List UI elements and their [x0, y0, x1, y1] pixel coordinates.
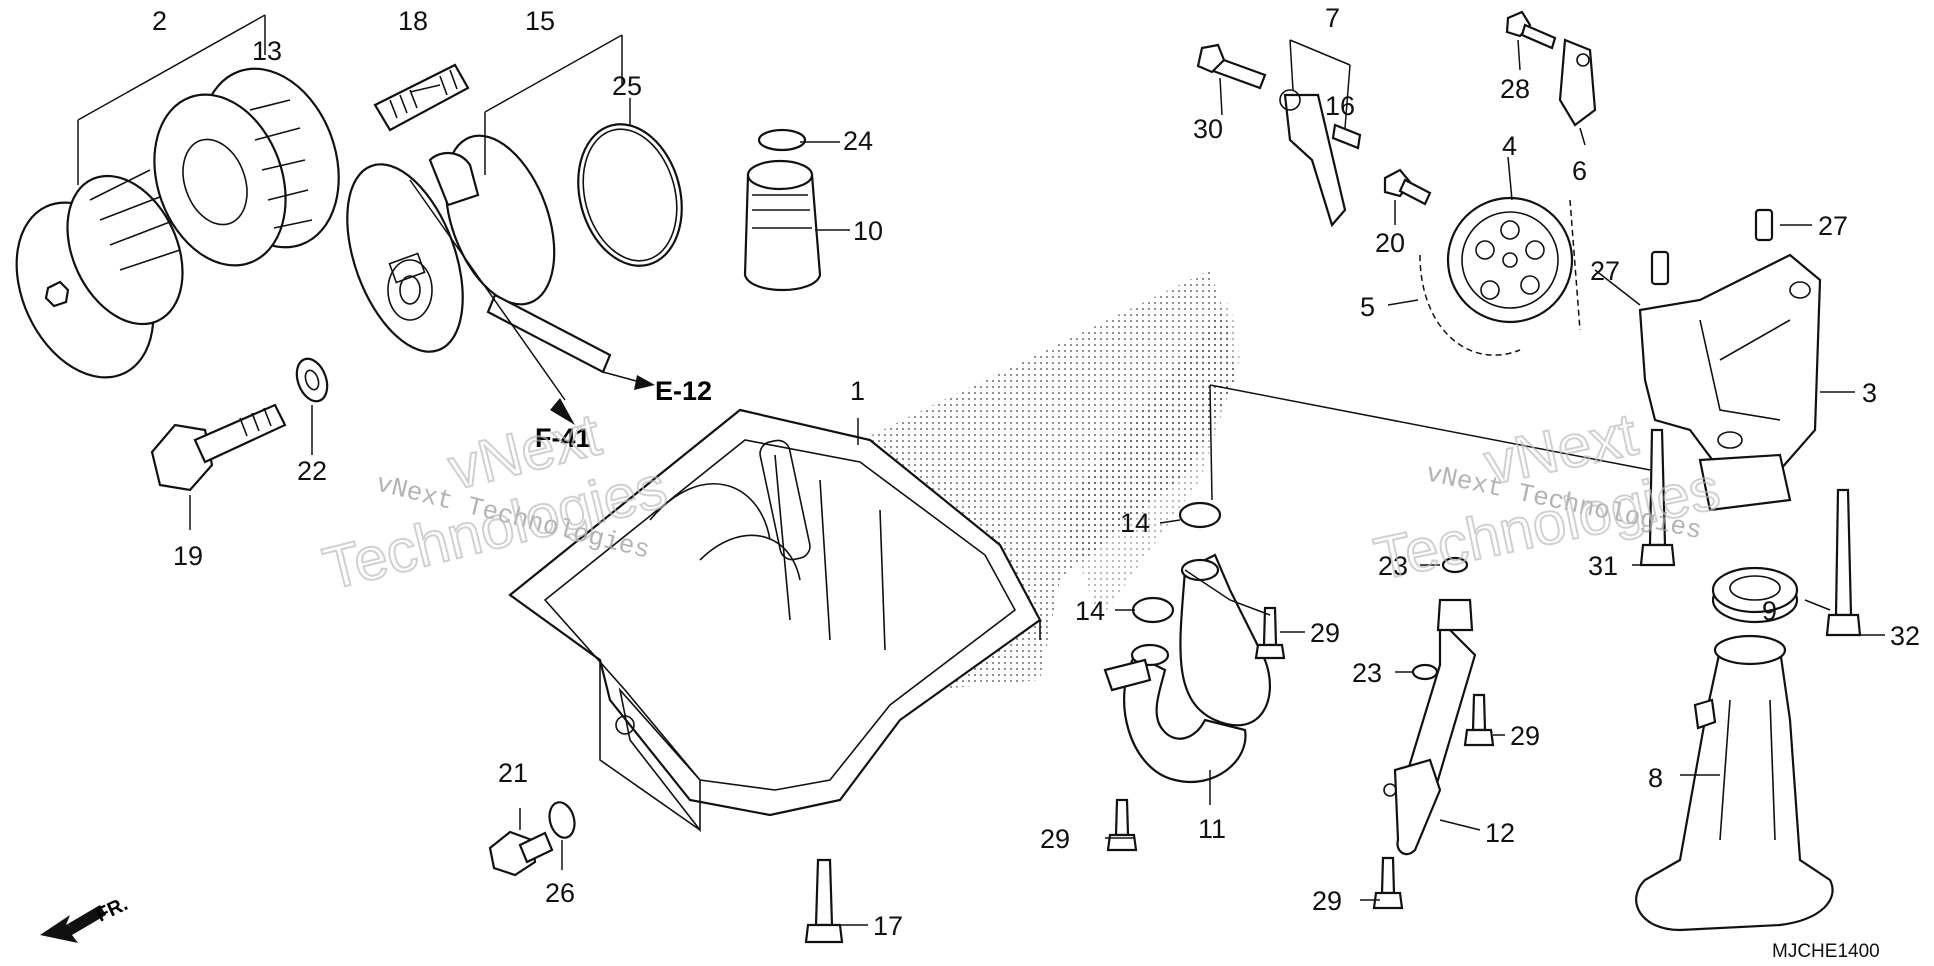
- o-ring-part: [577, 123, 683, 267]
- callout-23-lower: 23: [1352, 658, 1382, 688]
- bolt-30-part: [1196, 43, 1267, 90]
- callout-3: 3: [1862, 378, 1877, 408]
- callout-19: 19: [173, 541, 203, 571]
- bolt-20-part: [1383, 168, 1432, 206]
- oil-pump-sprocket-part: [1446, 196, 1574, 324]
- oil-pan-part: [508, 408, 1042, 833]
- front-arrow-icon: [40, 905, 106, 943]
- callout-8: 8: [1648, 763, 1663, 793]
- callout-22: 22: [297, 456, 327, 486]
- callout-14-lower: 14: [1075, 596, 1105, 626]
- callout-11: 11: [1198, 814, 1226, 844]
- callout-24: 24: [843, 126, 873, 156]
- dowel-pin-27-right-part: [1754, 208, 1774, 242]
- reference-f41: F-41: [535, 423, 591, 453]
- callout-31: 31: [1588, 551, 1618, 581]
- oil-pump-part: [1638, 253, 1822, 512]
- bolt-29-bottom-part: [1372, 856, 1404, 910]
- o-ring-14-upper-part: [1178, 501, 1222, 529]
- leader-lines: [77, 14, 1885, 926]
- callout-29-upper: 29: [1310, 618, 1340, 648]
- callout-2: 2: [152, 6, 167, 36]
- callout-14-upper: 14: [1120, 508, 1150, 538]
- callout-26: 26: [545, 878, 575, 908]
- dowel-pin-27-left-part: [1650, 250, 1670, 286]
- oil-filter-cover-part: [15, 169, 184, 379]
- drain-bolt-part: [488, 830, 554, 877]
- bolt-32-part: [1825, 488, 1862, 637]
- oil-filter-part: [153, 67, 340, 267]
- callout-27-right: 27: [1818, 211, 1848, 241]
- oil-strainer-part: [1635, 634, 1834, 932]
- callout-17: 17: [873, 911, 903, 941]
- callout-23-upper: 23: [1378, 551, 1408, 581]
- bolt-29-left-part: [1106, 798, 1138, 852]
- o-ring-14-lower-part: [1131, 596, 1175, 624]
- callout-28: 28: [1500, 74, 1530, 104]
- oil-cooler-part: [346, 134, 612, 374]
- reference-e12: E-12: [655, 376, 712, 406]
- callout-25: 25: [612, 71, 642, 101]
- oil-seal-part: [1711, 566, 1799, 624]
- callout-13: 13: [252, 36, 282, 66]
- callout-1: 1: [850, 376, 865, 406]
- clip-23-lower-part: [1411, 663, 1439, 681]
- diagram-code: MJCHE1400: [1772, 941, 1880, 962]
- chain-tensioner-arm-part: [1279, 89, 1347, 228]
- callout-4: 4: [1502, 131, 1517, 161]
- clip-23-upper-part: [1441, 556, 1469, 574]
- callout-21: 21: [498, 758, 528, 788]
- bolt-29-right-part: [1463, 693, 1495, 747]
- oil-pump-chain-part: [1419, 199, 1581, 356]
- bolt-29-upper-part: [1254, 606, 1286, 660]
- seal-ring-part: [757, 128, 807, 152]
- callout-29-left: 29: [1040, 824, 1070, 854]
- callout-15: 15: [525, 6, 555, 36]
- oil-cooler-stud-part: [373, 63, 470, 132]
- callout-9: 9: [1762, 596, 1777, 626]
- callout-32: 32: [1890, 621, 1920, 651]
- callout-12: 12: [1485, 818, 1515, 848]
- callout-27-left: 27: [1590, 256, 1620, 286]
- callout-6: 6: [1572, 156, 1587, 186]
- callout-30: 30: [1193, 114, 1223, 144]
- oil-strainer-pipe-part: [1383, 598, 1477, 856]
- callout-16: 16: [1325, 91, 1355, 121]
- callout-29-bottom: 29: [1312, 886, 1342, 916]
- oil-pipe-part: [1103, 553, 1271, 783]
- oil-pan-bolt-part: [804, 858, 844, 944]
- callout-20: 20: [1375, 228, 1405, 258]
- bolt-28-part: [1505, 10, 1557, 50]
- oil-bolt-part: [150, 403, 287, 492]
- sealing-washer-part: [295, 357, 329, 403]
- chain-guide-part: [1558, 38, 1597, 127]
- callout-10: 10: [853, 216, 883, 246]
- drain-washer-part: [548, 801, 576, 839]
- front-direction-indicator: FR.: [40, 893, 131, 943]
- callout-5: 5: [1360, 292, 1375, 322]
- oil-pressure-relief-valve-part: [743, 159, 822, 291]
- callout-29-right: 29: [1510, 721, 1540, 751]
- bolt-31-part: [1639, 428, 1676, 567]
- front-label: FR.: [93, 893, 131, 927]
- collar-16-part: [1331, 123, 1362, 150]
- callout-7: 7: [1325, 3, 1340, 33]
- callout-18: 18: [398, 6, 428, 36]
